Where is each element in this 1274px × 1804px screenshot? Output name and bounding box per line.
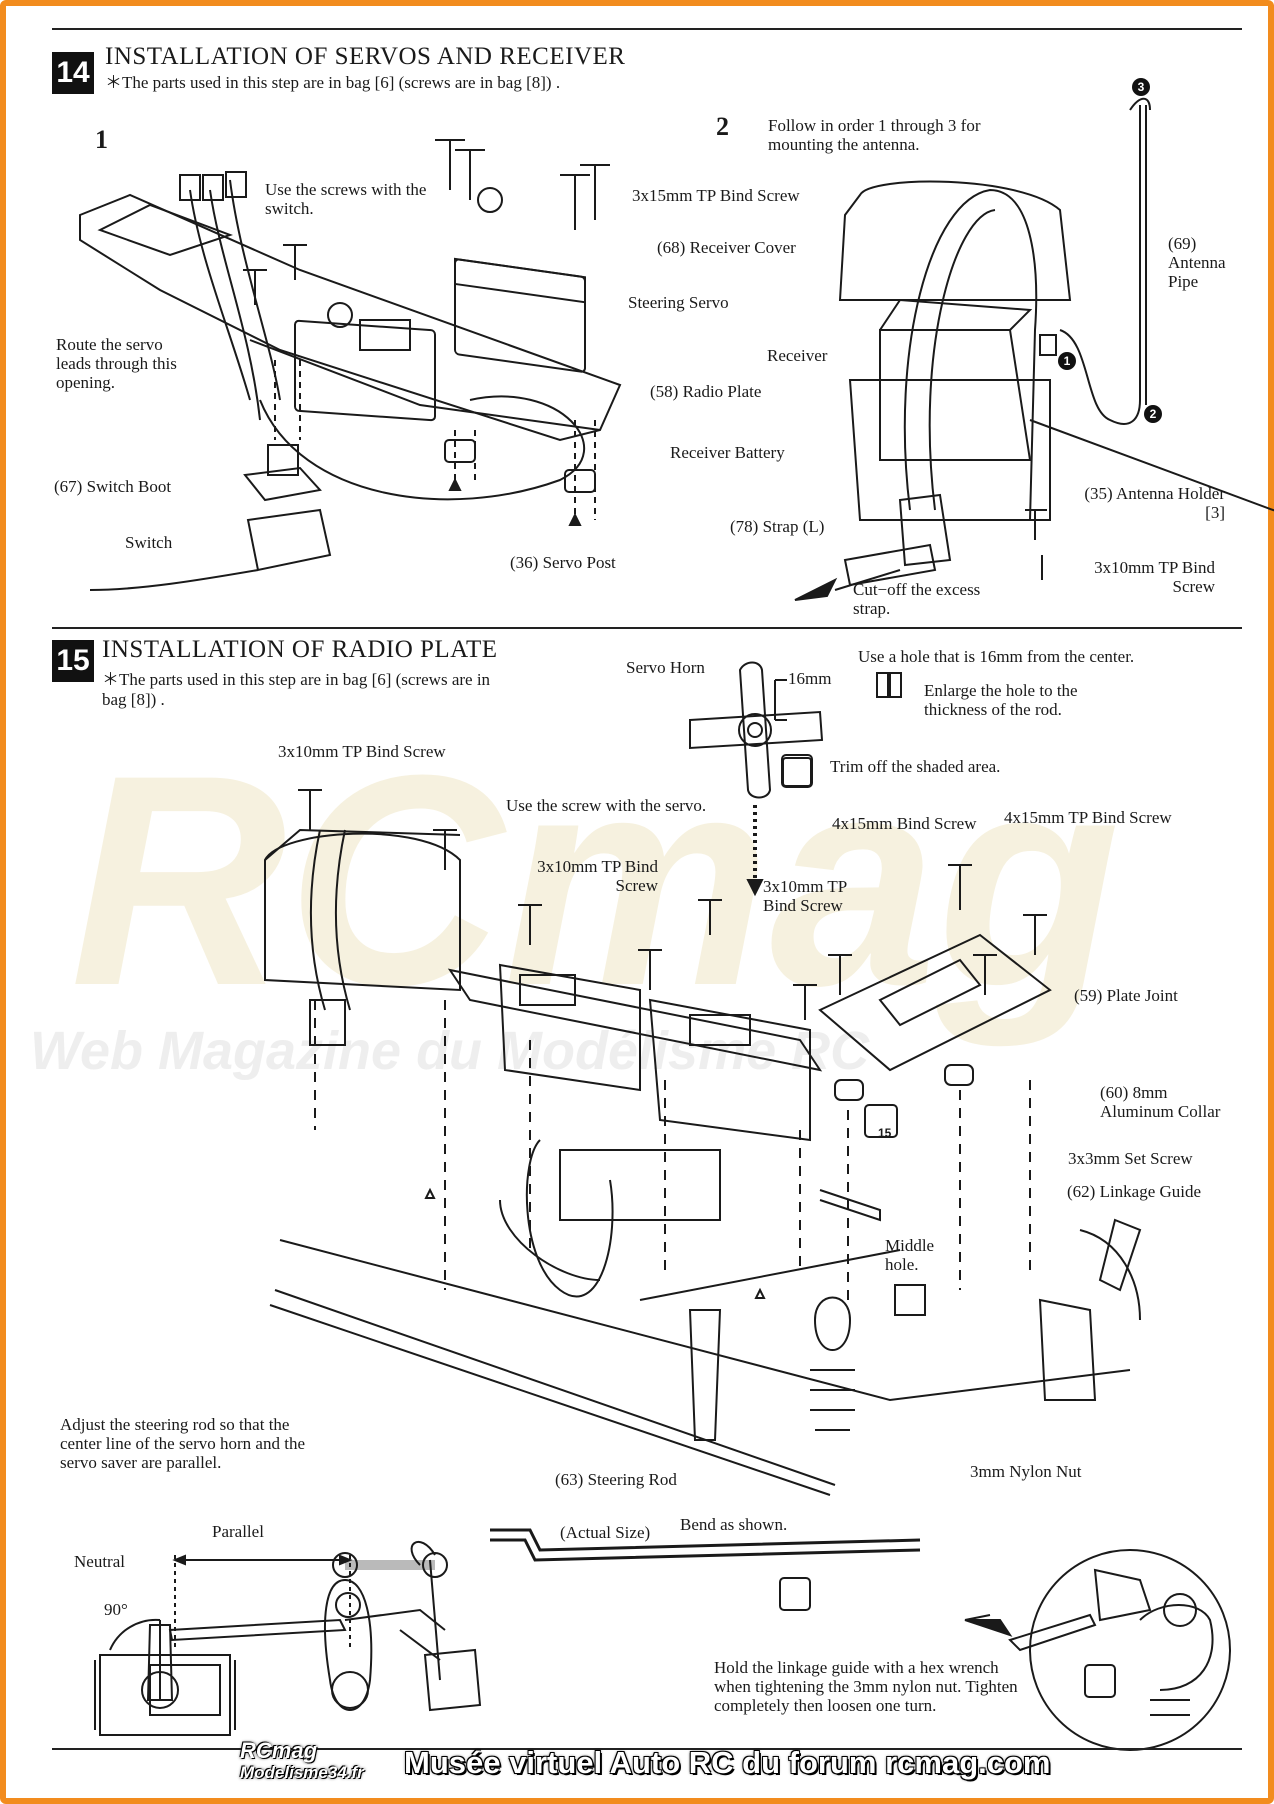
label-middle-hole: Middle hole. xyxy=(885,1236,935,1274)
footer-logo: RCmag Modelisme34.fr xyxy=(240,1740,364,1784)
label-switch-boot: (67) Switch Boot xyxy=(54,477,172,496)
antenna-step-2-marker: 2 xyxy=(1144,405,1162,423)
label-switch: Switch xyxy=(125,533,173,552)
step-15-note: ＊The parts used in this step are in bag … xyxy=(102,670,491,709)
label-3x10-tp-bind-screw: 3x10mm TP Bind Screw xyxy=(763,877,847,915)
label-antenna-holder: (35) Antenna Holder [3] xyxy=(1084,484,1225,522)
label-3x10-bind-screw-mid: 3x10mm TP Bind Screw xyxy=(537,857,658,895)
label-3x15-bind-screw: 3x15mm TP Bind Screw xyxy=(632,186,800,205)
label-antenna-order: Follow in order 1 through 3 for mounting… xyxy=(768,116,981,154)
label-strap: (78) Strap (L) xyxy=(730,517,825,536)
step-15-title: INSTALLATION OF RADIO PLATE xyxy=(102,636,498,663)
section-rule xyxy=(52,627,1242,629)
bottom-rule xyxy=(52,1748,1242,1750)
footer-logo-bottom: Modelisme34.fr xyxy=(240,1763,364,1782)
label-steering-rod: (63) Steering Rod xyxy=(555,1470,677,1489)
label-bend: Bend as shown. xyxy=(680,1515,788,1534)
label-actual-size: (Actual Size) xyxy=(560,1523,651,1542)
footer-caption: Musée virtuel Auto RC du forum rcmag.com xyxy=(404,1745,1051,1780)
label-use-hole: Use a hole that is 16mm from the center. xyxy=(858,647,1135,666)
label-servo-horn: Servo Horn xyxy=(626,658,705,677)
step-14-sub2: 2 xyxy=(716,112,729,141)
antenna-step-1-marker: 1 xyxy=(1058,352,1076,370)
label-receiver: Receiver xyxy=(767,346,828,365)
label-cut-off: Cut−off the excess strap. xyxy=(853,580,981,618)
label-receiver-battery: Receiver Battery xyxy=(670,443,785,462)
radio-plate-shape xyxy=(79,193,622,442)
label-enlarge-hole: Enlarge the hole to the thickness of the… xyxy=(924,681,1078,719)
label-steering-servo: Steering Servo xyxy=(628,293,729,312)
antenna-step-3-marker: 3 xyxy=(1132,78,1150,96)
label-neutral: Neutral xyxy=(74,1552,125,1571)
label-3x10-bind-screw-left: 3x10mm TP Bind Screw xyxy=(278,742,446,761)
step-14-title: INSTALLATION OF SERVOS AND RECEIVER xyxy=(105,43,626,70)
label-parallel: Parallel xyxy=(212,1522,264,1541)
label-hold-guide: Hold the linkage guide with a hex wrench… xyxy=(714,1658,1018,1715)
label-receiver-cover: (68) Receiver Cover xyxy=(657,238,796,257)
label-adjust-rod: Adjust the steering rod so that the cent… xyxy=(60,1415,305,1472)
label-4x15-bind-screw: 4x15mm Bind Screw xyxy=(832,814,977,833)
label-16mm: 16mm xyxy=(788,669,832,688)
label-3x10-bind-screw-14: 3x10mm TP Bind Screw xyxy=(1094,558,1215,596)
label-radio-plate: (58) Radio Plate xyxy=(650,382,762,401)
label-set-screw: 3x3mm Set Screw xyxy=(1068,1149,1193,1168)
label-antenna-pipe: (69) Antenna Pipe xyxy=(1168,234,1226,291)
label-plate-joint: (59) Plate Joint xyxy=(1074,986,1178,1005)
label-linkage-guide: (62) Linkage Guide xyxy=(1067,1182,1202,1201)
label-servo-post: (36) Servo Post xyxy=(510,553,616,572)
label-nylon-nut: 3mm Nylon Nut xyxy=(970,1462,1082,1481)
footer-logo-top: RCmag xyxy=(240,1738,318,1763)
tool-badge-15: 15 xyxy=(878,1126,892,1140)
label-90-degrees: 90° xyxy=(104,1600,128,1619)
label-use-screws-switch: Use the screws with the switch. xyxy=(265,180,427,218)
step-14-number: 14 xyxy=(52,52,94,94)
label-trim: Trim off the shaded area. xyxy=(830,757,1001,776)
receiver-cover-shape xyxy=(838,180,1072,301)
top-rule xyxy=(52,28,1242,30)
step-14-note: ＊The parts used in this step are in bag … xyxy=(105,73,561,92)
label-route-leads: Route the servo leads through this openi… xyxy=(56,335,177,392)
step-15-number: 15 xyxy=(52,640,94,682)
step-14-sub1: 1 xyxy=(95,125,108,154)
label-aluminum-collar: (60) 8mm Aluminum Collar xyxy=(1100,1083,1221,1121)
label-4x15-tp-bind-screw: 4x15mm TP Bind Screw xyxy=(1004,808,1172,827)
label-use-screw-servo: Use the screw with the servo. xyxy=(506,796,707,815)
